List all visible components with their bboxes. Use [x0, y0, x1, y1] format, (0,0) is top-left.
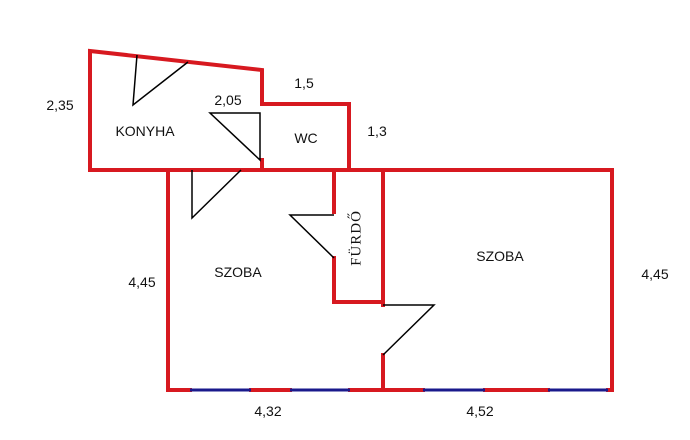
kitchen-entry-door	[132, 54, 189, 107]
bathroom-wall	[332, 168, 385, 304]
dimension-kitchen-inner: 2,05	[214, 92, 242, 108]
room-label-wc: WC	[294, 130, 318, 146]
dimension-kitchen-height: 2,35	[46, 97, 74, 113]
kitchen-room-door	[191, 169, 242, 220]
wc-wall	[260, 102, 351, 172]
dimension-right-room-width: 4,52	[466, 403, 494, 419]
room-door	[382, 304, 436, 356]
kitchen-wall	[88, 48, 264, 172]
dimension-wc-height: 1,3	[367, 123, 387, 139]
kitchen-wc-door	[208, 112, 261, 162]
room-label-bathroom: FÜRDŐ	[348, 210, 365, 266]
dimension-left-room-width: 4,32	[254, 403, 282, 419]
dimension-wc-width: 1,5	[294, 75, 314, 91]
dimension-left-room-height: 4,45	[128, 274, 156, 290]
room-label-kitchen: KONYHA	[115, 123, 175, 139]
dimension-right-room-height: 4,45	[641, 266, 669, 282]
room-label-left: SZOBA	[214, 264, 262, 280]
room-label-right: SZOBA	[476, 248, 524, 264]
bathroom-door	[288, 214, 335, 259]
